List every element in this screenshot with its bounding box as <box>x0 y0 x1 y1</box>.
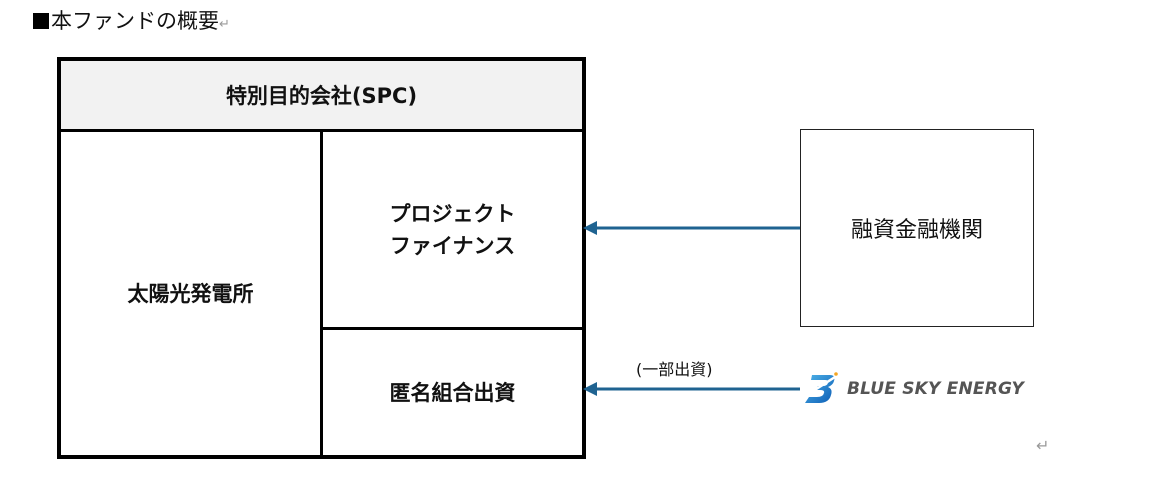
equity-investment-cell: 匿名組合出資 <box>323 330 582 455</box>
equity-investment-label: 匿名組合出資 <box>389 380 516 405</box>
solar-plant-label: 太陽光発電所 <box>127 281 254 306</box>
spc-box: 特別目的会社(SPC) 太陽光発電所 プロジェクト ファイナンス 匿名組合出資 <box>57 57 586 459</box>
partial-investment-label: (一部出資) <box>636 360 713 379</box>
project-finance-cell: プロジェクト ファイナンス <box>323 132 582 330</box>
project-finance-line1: プロジェクト <box>389 201 516 226</box>
lender-box: 融資金融機関 <box>800 129 1034 327</box>
equity-arrow <box>583 382 800 396</box>
black-square-bullet-icon <box>33 13 49 29</box>
loan-arrow <box>583 221 800 235</box>
logo-text: BLUE SKY ENERGY <box>847 379 1024 399</box>
project-finance-line2: ファイナンス <box>389 233 516 258</box>
blue-sky-energy-b-logo-icon <box>805 372 838 403</box>
spc-title: 特別目的会社(SPC) <box>225 84 418 108</box>
return-mark: ↵ <box>219 17 230 32</box>
lender-label: 融資金融機関 <box>850 218 983 243</box>
trailing-return-mark: ↵ <box>1036 436 1050 455</box>
spc-header: 特別目的会社(SPC) <box>61 61 582 132</box>
heading-text: 本ファンドの概要 <box>51 9 219 33</box>
solar-plant-cell: 太陽光発電所 <box>61 132 323 455</box>
loan-arrowhead-icon <box>583 221 597 235</box>
section-heading: 本ファンドの概要↵ <box>33 6 230 40</box>
equity-arrowhead-icon <box>583 382 597 396</box>
blue-sky-energy-logo: BLUE SKY ENERGY <box>803 371 1024 407</box>
